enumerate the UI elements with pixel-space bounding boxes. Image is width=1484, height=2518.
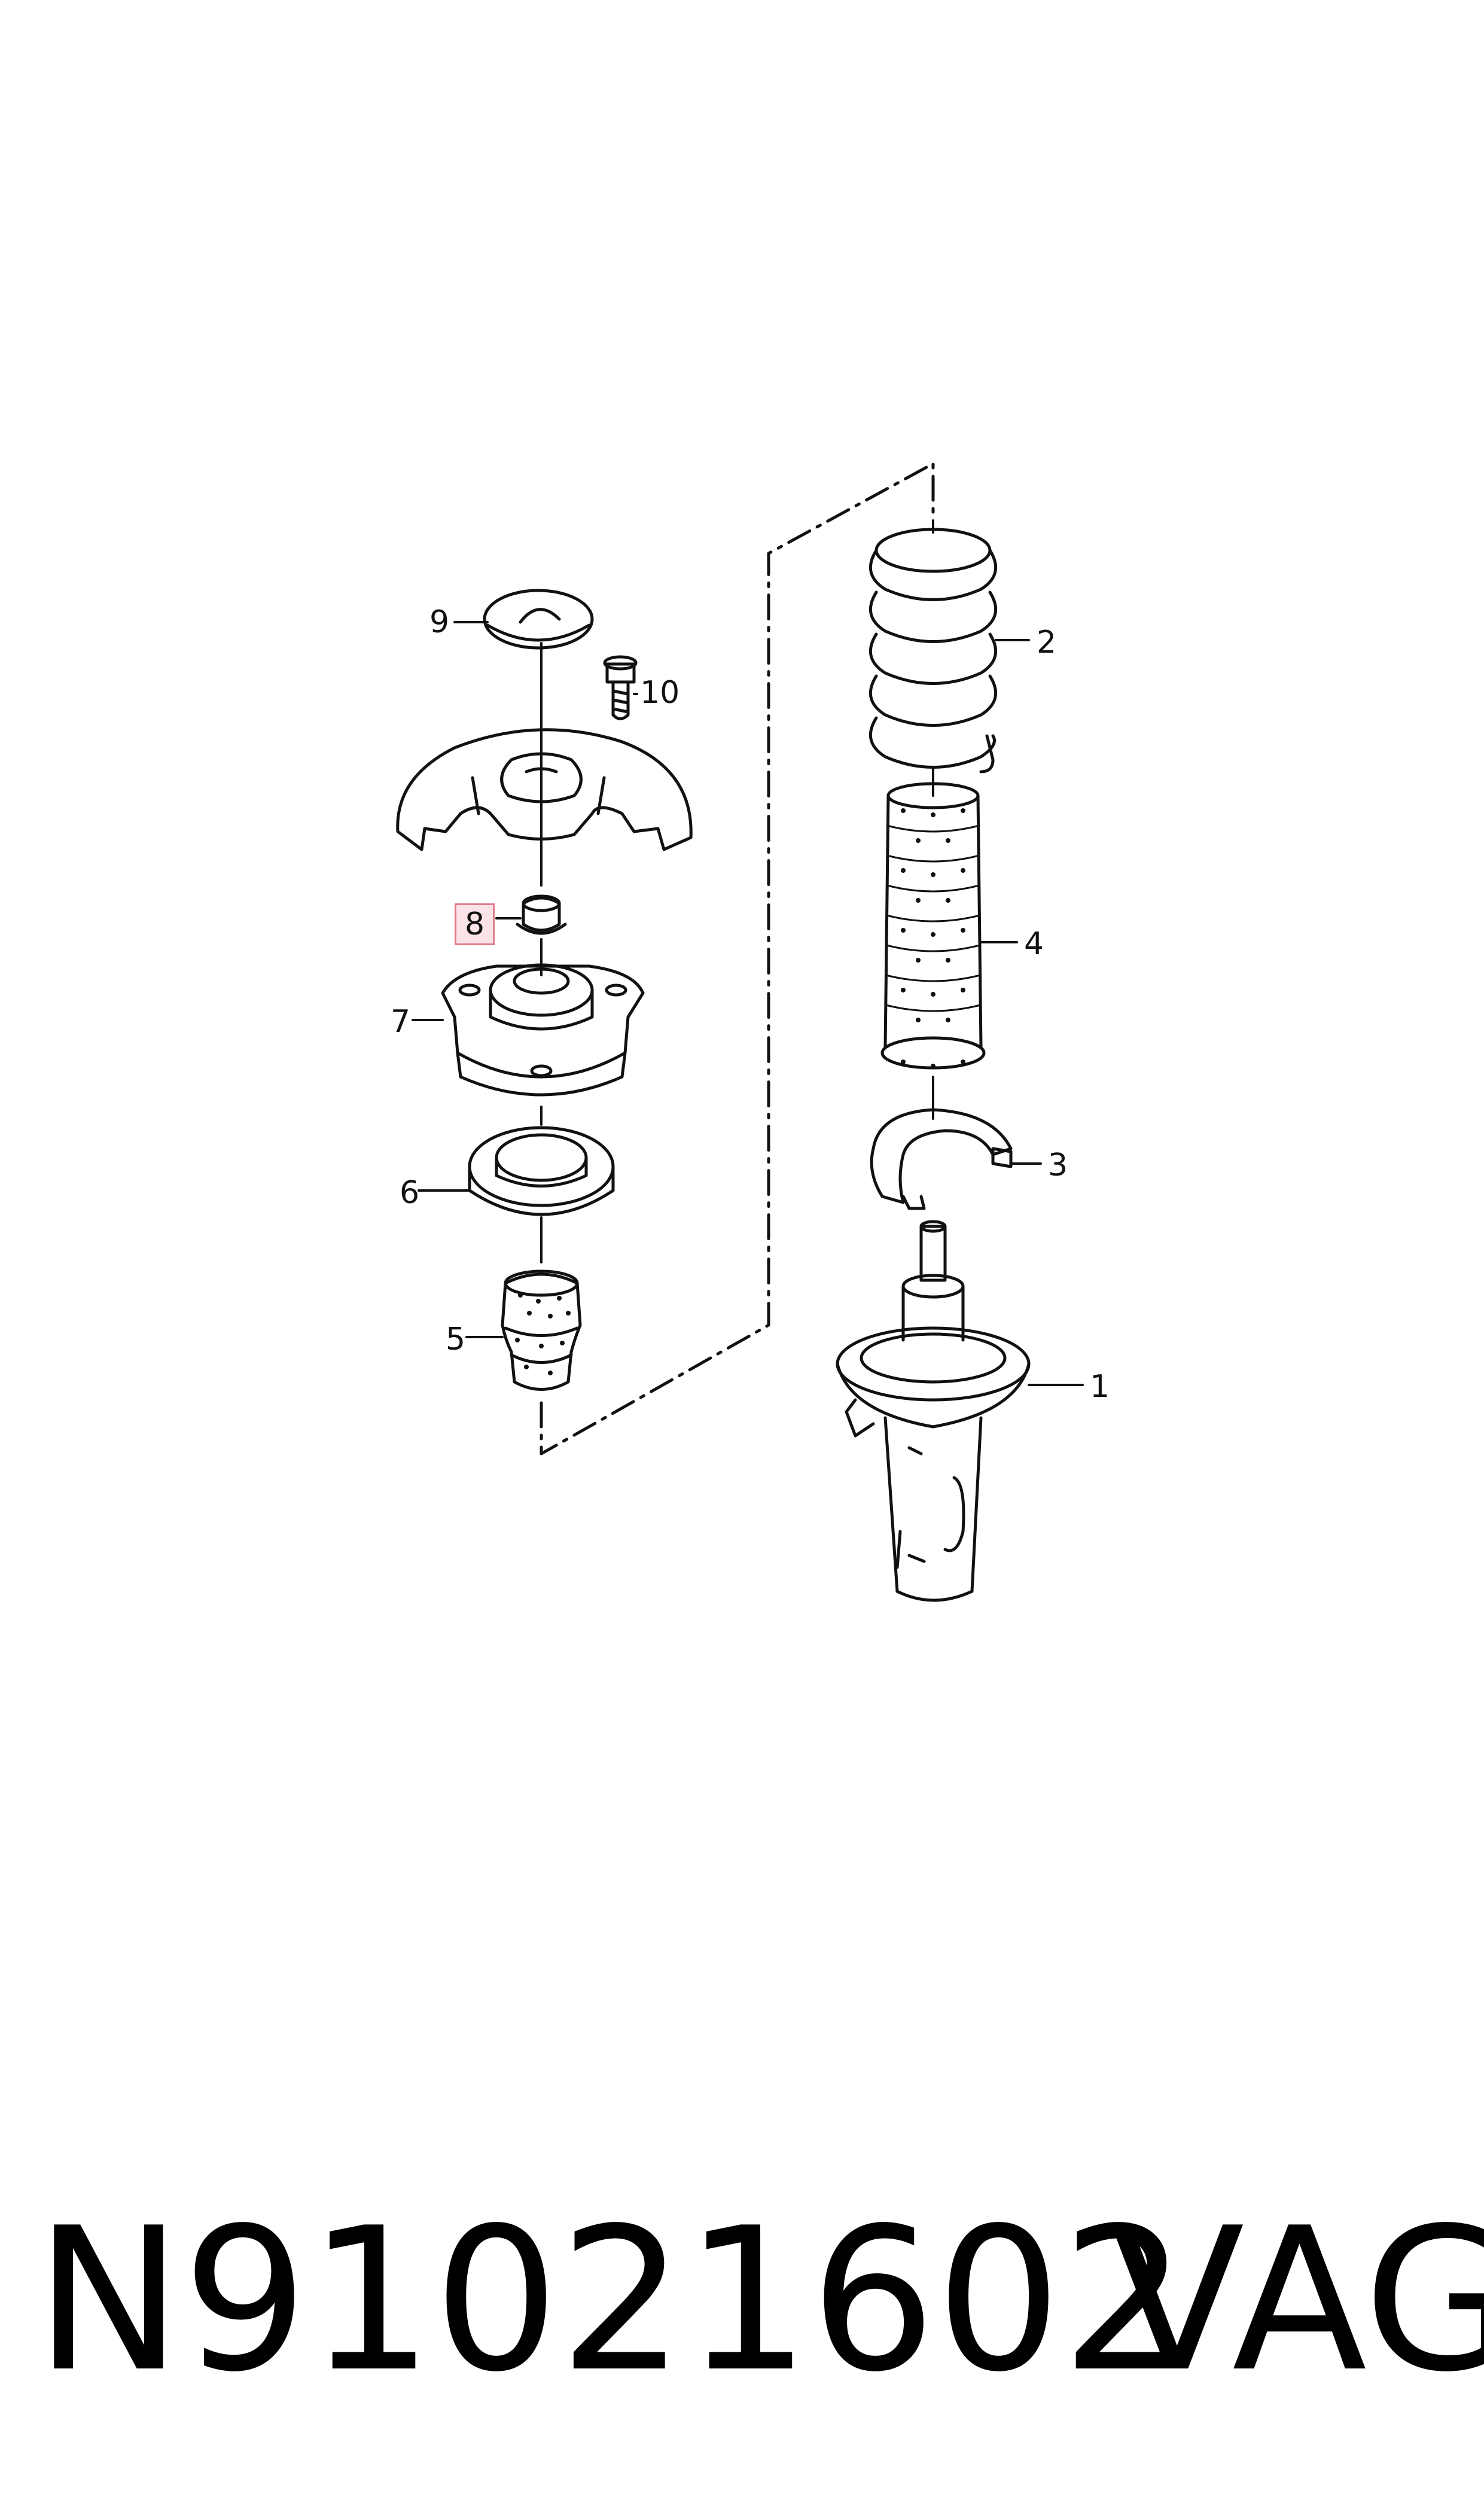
brand-text: VAG — [1110, 2185, 1484, 2415]
callout-7: 7 — [391, 1004, 411, 1040]
callout-3: 3 — [1048, 1147, 1068, 1183]
callout-6: 6 — [400, 1175, 420, 1211]
callout-5: 5 — [446, 1322, 466, 1357]
callout-2: 2 — [1037, 625, 1057, 660]
callout-10: 10 — [640, 675, 680, 711]
callout-4: 4 — [1024, 926, 1044, 962]
callout-8: 8 — [455, 903, 495, 945]
part-6-bearing — [470, 1128, 613, 1214]
assembly-dashdot-line — [541, 464, 933, 1454]
leader-lines — [413, 622, 1083, 1385]
strut-cover-shroud — [398, 730, 691, 850]
part-3-spring-seat — [871, 1110, 1011, 1208]
part-1-shock-absorber — [837, 1222, 1029, 1600]
part-2-coil-spring — [870, 529, 995, 772]
callout-9: 9 — [429, 604, 450, 640]
part-7-strut-mount — [443, 965, 643, 1095]
part-4-protective-boot — [882, 784, 984, 1068]
part-number-text: N91021602 — [35, 2185, 1187, 2415]
part-10-bolt — [605, 657, 636, 719]
part-8-nut — [517, 896, 565, 933]
part-5-bump-stop — [502, 1271, 580, 1390]
part-9-dust-cap — [484, 590, 592, 648]
callout-1: 1 — [1090, 1369, 1110, 1405]
